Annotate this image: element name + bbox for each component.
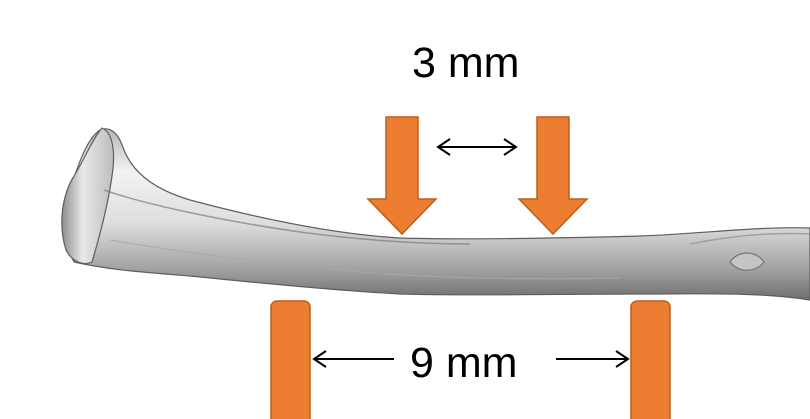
bone-specimen	[62, 128, 810, 300]
top-spacing-double-arrow	[438, 139, 516, 155]
bottom-spacing-label: 9 mm	[410, 342, 518, 385]
bottom-spacing-arrow-left	[314, 351, 394, 367]
bottom-spacing-arrow-right	[556, 351, 628, 367]
bone-shaft	[66, 129, 810, 300]
loading-arrow-left	[368, 117, 436, 234]
support-bar-right	[631, 301, 670, 419]
support-bar-left	[271, 301, 310, 419]
orange-arrow-icon	[368, 117, 436, 234]
top-spacing-label: 3 mm	[412, 42, 520, 85]
loading-arrow-right	[519, 117, 587, 234]
orange-arrow-icon	[519, 117, 587, 234]
